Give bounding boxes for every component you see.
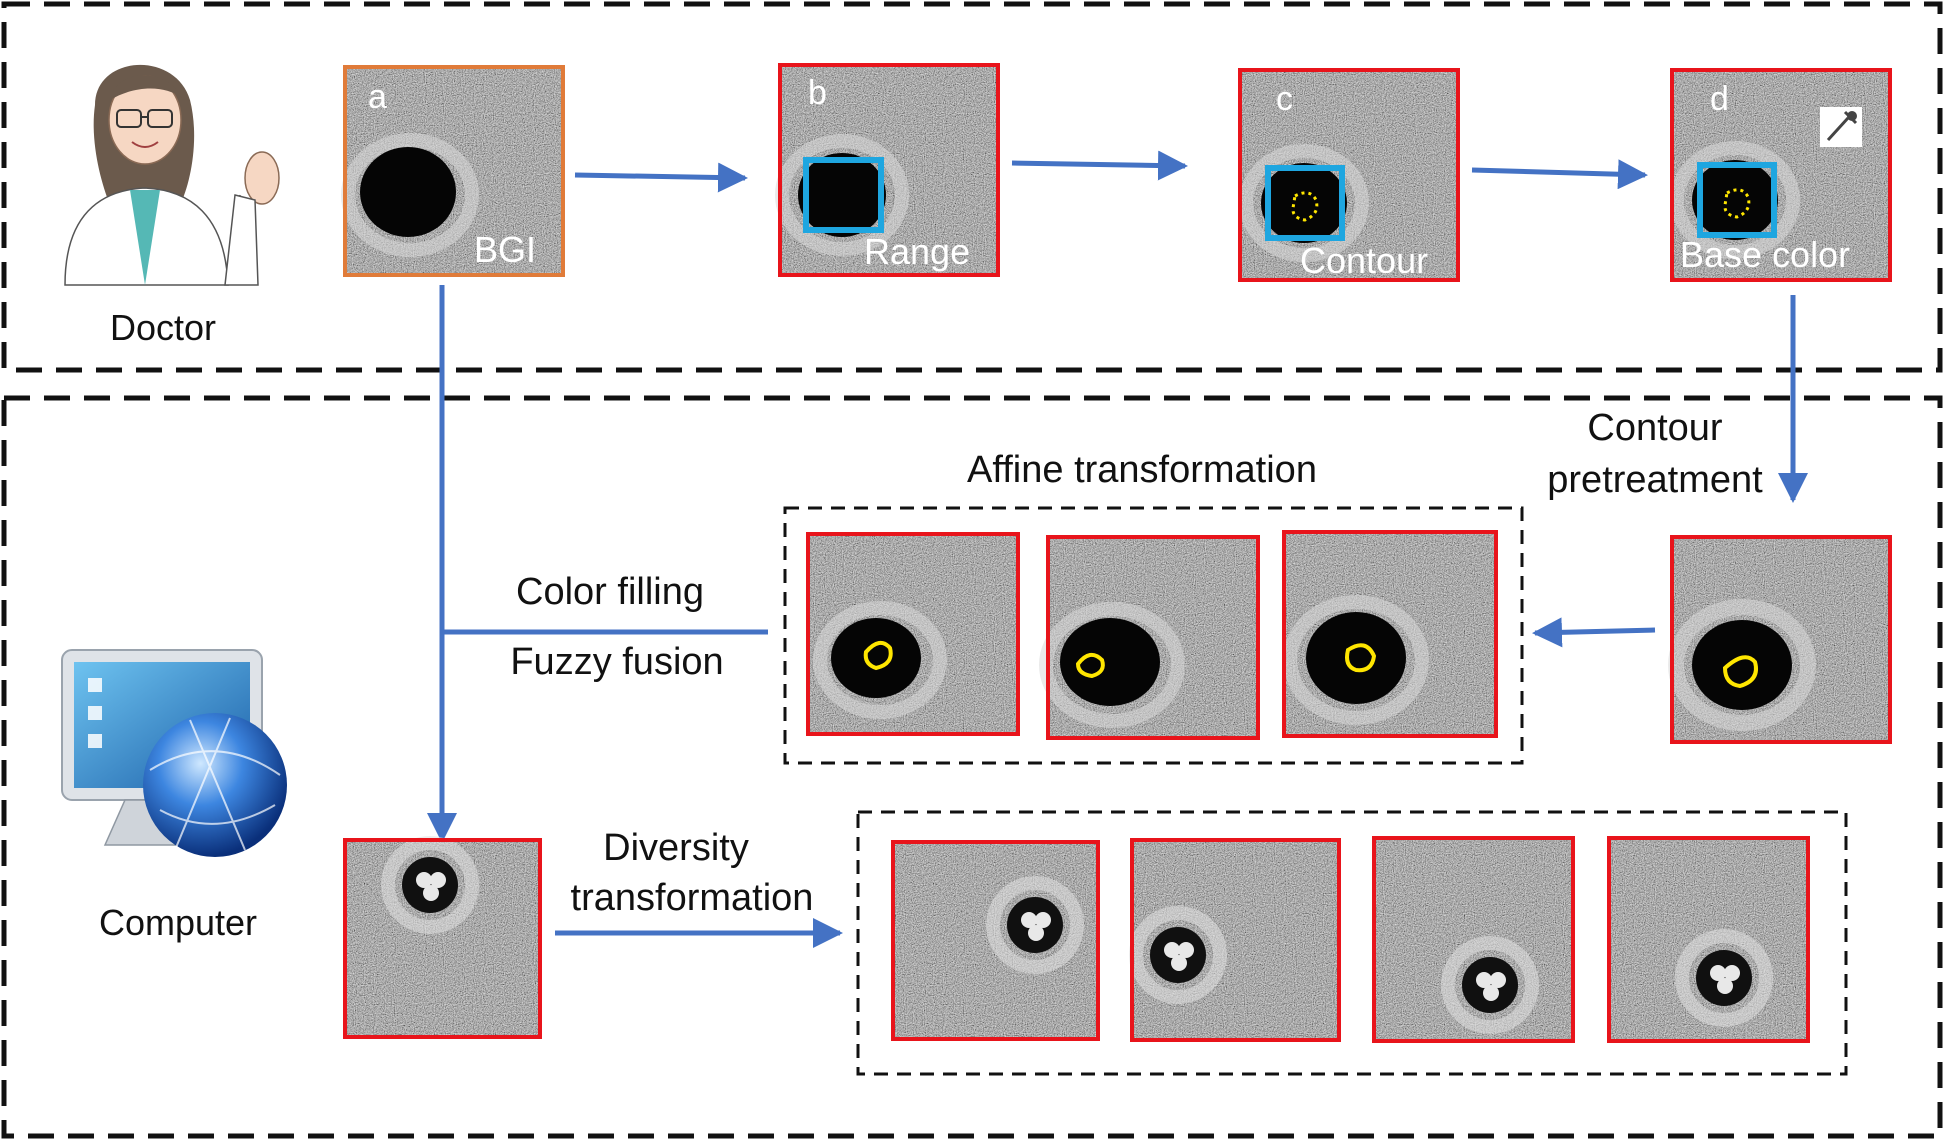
doctor-label: Doctor: [110, 307, 216, 348]
panel-d-base-color: d Base color: [1670, 68, 1892, 282]
panel-b-caption: Range: [864, 231, 970, 272]
range-box: [1265, 165, 1345, 241]
affine-image-3: [1282, 530, 1498, 738]
panel-a-caption: BGI: [474, 229, 536, 270]
affine-image-2: [1039, 535, 1260, 740]
panel-b-letter: b: [808, 74, 827, 112]
panel-a-letter: a: [368, 78, 387, 116]
arrow-a-to-b: [574, 162, 748, 193]
panel-c-contour: c Contour: [1238, 68, 1460, 282]
diversity-image-3: [1372, 836, 1575, 1043]
panel-c-letter: c: [1276, 80, 1293, 118]
diversity-image-4: [1607, 836, 1810, 1043]
generated-sample-image: [343, 836, 542, 1039]
computer-label: Computer: [99, 902, 257, 943]
panel-d-caption: Base color: [1680, 234, 1850, 275]
contour-pretreatment-line2: pretreatment: [1547, 459, 1763, 501]
contour-solid: [1075, 652, 1105, 679]
top-section-border: [1, 1, 1943, 373]
doctor-illustration: [64, 64, 280, 286]
diversity-group-border: [856, 810, 1848, 1076]
range-box: [1697, 162, 1777, 238]
contour-solid: [1345, 643, 1377, 673]
contour-solid: [863, 640, 893, 671]
eyedropper-icon: [1820, 107, 1862, 147]
diversity-line1: Diversity: [603, 827, 749, 869]
arrow-c-to-d: [1471, 159, 1648, 190]
range-box: [803, 157, 884, 233]
bottom-section-border: [1, 395, 1943, 1139]
color-filling-label: Color filling: [516, 571, 704, 613]
contour-pretreatment-line1: Contour: [1587, 407, 1723, 449]
arrow-b-to-c: [1011, 150, 1188, 181]
computer-globe-icon: [61, 649, 287, 857]
pretreatment-panel: [1668, 535, 1892, 744]
panel-a-bgi: a BGI: [341, 65, 565, 277]
affine-group-border: [783, 506, 1524, 765]
diversity-image-1: [891, 840, 1100, 1041]
affine-transformation-label: Affine transformation: [967, 449, 1317, 491]
panel-c-caption: Contour: [1300, 240, 1428, 281]
panel-d-letter: d: [1710, 80, 1729, 118]
fuzzy-fusion-label: Fuzzy fusion: [510, 641, 723, 683]
panel-b-range: b Range: [775, 63, 1000, 277]
arrow-pretreatment-to-affine: [1532, 617, 1656, 648]
diversity-image-2: [1129, 838, 1341, 1042]
contour-solid: [1722, 655, 1758, 689]
affine-image-1: [806, 532, 1020, 736]
diversity-line2: transformation: [571, 877, 814, 919]
